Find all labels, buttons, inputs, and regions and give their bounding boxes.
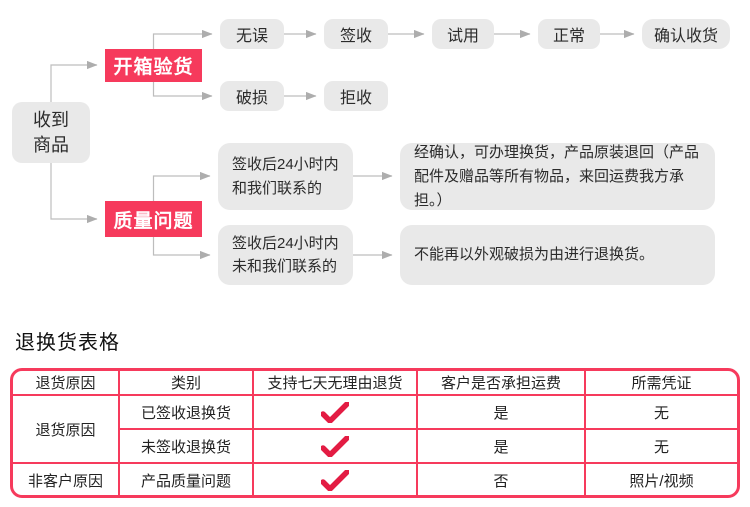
- return-policy-table: 退货原因 类别 支持七天无理由退货 客户是否承担运费 所需凭证 退货原因 已签收…: [13, 371, 737, 495]
- table-title: 退换货表格: [15, 332, 120, 354]
- cell-category: 产品质量问题: [118, 462, 254, 495]
- connector: [152, 29, 213, 49]
- cell-voucher: 无: [584, 394, 737, 430]
- cell-reason: 非客户原因: [13, 462, 120, 495]
- check-icon: [321, 470, 349, 491]
- cell-seven-day: [252, 394, 418, 430]
- check-icon: [321, 401, 349, 423]
- header-return-reason: 退货原因: [13, 371, 120, 396]
- table-row: 未签收退换货 是 无: [13, 428, 737, 464]
- cell-category: 未签收退换货: [119, 428, 254, 464]
- connector: [152, 171, 211, 201]
- cell-category: 已签收退换货: [118, 394, 254, 430]
- header-category: 类别: [118, 371, 254, 396]
- flow-branch-quality-problem: 质量问题: [105, 201, 202, 237]
- connector: [50, 60, 98, 102]
- flow-node-trial: 试用: [432, 19, 494, 49]
- flow-condition-contacted-within-24h: 签收后24小时内 和我们联系的: [218, 143, 353, 210]
- flow-node-reject: 拒收: [324, 81, 388, 111]
- table-row: 退货原因 已签收退换货 是 无: [13, 394, 737, 464]
- flow-node-damaged: 破损: [220, 81, 284, 111]
- return-policy-table-wrap: 退货原因 类别 支持七天无理由退货 客户是否承担运费 所需凭证 退货原因 已签收…: [10, 368, 740, 498]
- connector: [50, 163, 98, 224]
- flow-node-no-error: 无误: [220, 19, 284, 49]
- flow-branch-open-box-inspection: 开箱验货: [105, 49, 202, 82]
- flow-connectors: [50, 29, 635, 260]
- flow-node-sign-receipt: 签收: [324, 19, 388, 49]
- check-icon: [321, 435, 349, 457]
- cell-customer-pays: 是: [416, 428, 586, 464]
- header-seven-day-no-reason: 支持七天无理由退货: [252, 371, 418, 396]
- header-required-voucher: 所需凭证: [584, 371, 737, 396]
- header-customer-pays-shipping: 客户是否承担运费: [416, 371, 586, 396]
- table-header-row: 退货原因 类别 支持七天无理由退货 客户是否承担运费 所需凭证: [13, 371, 737, 396]
- connector: [152, 237, 211, 260]
- cell-seven-day: [252, 462, 418, 495]
- cell-seven-day: [252, 428, 418, 464]
- flow-result-no-return: 不能再以外观破损为由进行退换货。: [400, 225, 715, 285]
- table-row: 非客户原因 产品质量问题 否 照片/视频: [13, 462, 737, 495]
- cell-reason: 退货原因: [13, 394, 120, 464]
- flow-result-exchange-allowed: 经确认，可办理换货，产品原装退回（产品配件及赠品等所有物品，来回运费我方承担。）: [400, 143, 715, 210]
- cell-voucher: 无: [584, 428, 737, 464]
- cell-customer-pays: 否: [416, 462, 586, 495]
- flow-node-normal: 正常: [538, 19, 600, 49]
- flow-node-confirm-receipt: 确认收货: [642, 19, 730, 49]
- cell-customer-pays: 是: [416, 394, 586, 430]
- flow-condition-not-contacted-within-24h: 签收后24小时内 未和我们联系的: [218, 225, 353, 285]
- cell-voucher: 照片/视频: [584, 462, 737, 495]
- connector: [152, 82, 213, 101]
- flow-node-receive-goods: 收到 商品: [12, 102, 90, 163]
